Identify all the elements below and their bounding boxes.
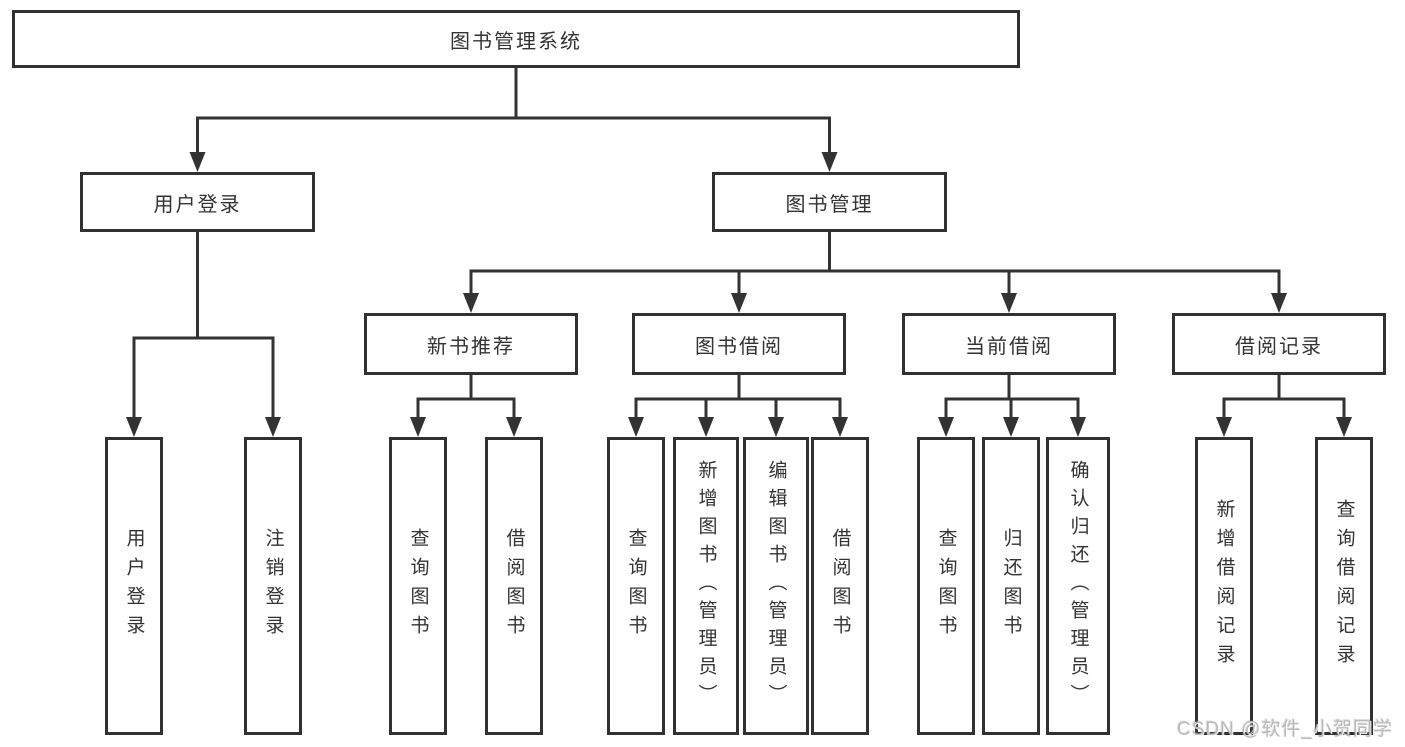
leaf-current-query-books: 查询图书 bbox=[917, 437, 975, 735]
leaf-current-return-books: 归还图书 bbox=[982, 437, 1040, 735]
leaf-borrow-borrow-books: 借阅图书 bbox=[811, 437, 869, 735]
node-borrow-record: 借阅记录 bbox=[1172, 313, 1386, 375]
node-user-login: 用户登录 bbox=[80, 172, 315, 232]
leaf-current-confirm-return-admin: 确认归还（管理员） bbox=[1046, 437, 1110, 735]
leaf-record-add-borrow-record: 新增借阅记录 bbox=[1195, 437, 1253, 735]
node-current-borrow: 当前借阅 bbox=[902, 313, 1116, 375]
leaf-borrow-edit-books-admin: 编辑图书（管理员） bbox=[743, 437, 809, 735]
leaf-logout: 注销登录 bbox=[244, 437, 302, 735]
node-book-management: 图书管理 bbox=[712, 172, 947, 232]
csdn-watermark: CSDN @软件_小贺同学 bbox=[1177, 719, 1393, 740]
node-book-borrow: 图书借阅 bbox=[632, 313, 846, 375]
node-root-system: 图书管理系统 bbox=[12, 10, 1020, 68]
leaf-record-query-borrow-record: 查询借阅记录 bbox=[1315, 437, 1373, 735]
arrowhead-icons bbox=[126, 152, 1352, 437]
leaf-borrow-add-books-admin: 新增图书（管理员） bbox=[673, 437, 739, 735]
connector-lines bbox=[132, 68, 1346, 421]
leaf-newbook-borrow-books: 借阅图书 bbox=[485, 437, 543, 735]
leaf-newbook-query-books: 查询图书 bbox=[389, 437, 447, 735]
leaf-user-login: 用户登录 bbox=[105, 437, 163, 735]
node-new-book-recommend: 新书推荐 bbox=[364, 313, 578, 375]
leaf-borrow-query-books: 查询图书 bbox=[607, 437, 665, 735]
